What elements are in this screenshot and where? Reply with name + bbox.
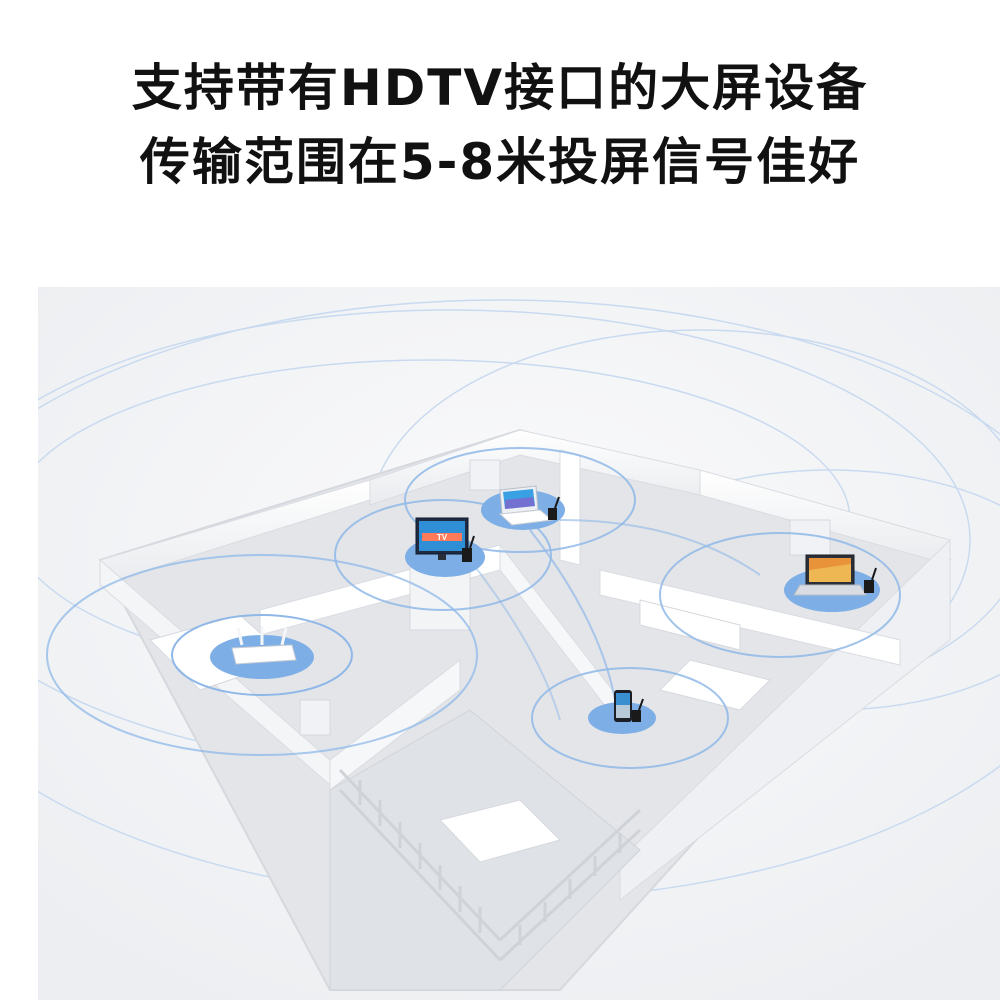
tablet-icon bbox=[498, 485, 554, 526]
interior-wall-4 bbox=[329, 658, 461, 792]
floorplan-illustration: TV bbox=[38, 287, 1000, 1000]
router-device bbox=[210, 626, 314, 679]
router-icon bbox=[231, 626, 297, 665]
tv-device: TV bbox=[405, 517, 485, 577]
tv-screen-text: TV bbox=[437, 533, 448, 542]
tablet-dongle-icon bbox=[548, 496, 560, 520]
tv-icon: TV bbox=[415, 517, 469, 560]
tv-dongle-icon bbox=[462, 535, 475, 562]
headline-line-1: 支持带有HDTV接口的大屏设备 bbox=[131, 59, 869, 117]
smartphone-device bbox=[588, 690, 656, 734]
signal-rings bbox=[46, 447, 901, 769]
balcony-bed bbox=[439, 799, 561, 863]
interior-wall-3 bbox=[599, 569, 901, 666]
laptop-device bbox=[784, 554, 880, 612]
balcony-railing bbox=[338, 768, 642, 962]
headline-line-2: 传输范围在5-8米投屏信号佳好 bbox=[139, 133, 861, 191]
smartphone-icon bbox=[614, 690, 632, 722]
house-floorplan bbox=[98, 428, 952, 991]
window-kitchen bbox=[469, 459, 501, 491]
laptop-dongle-icon bbox=[864, 567, 877, 593]
outer-wall-right bbox=[619, 538, 951, 902]
tablet-device bbox=[481, 485, 565, 530]
window-study bbox=[299, 699, 331, 736]
phone-dongle-icon bbox=[632, 698, 644, 722]
laptop-icon bbox=[793, 554, 867, 596]
dining-table bbox=[659, 659, 771, 711]
